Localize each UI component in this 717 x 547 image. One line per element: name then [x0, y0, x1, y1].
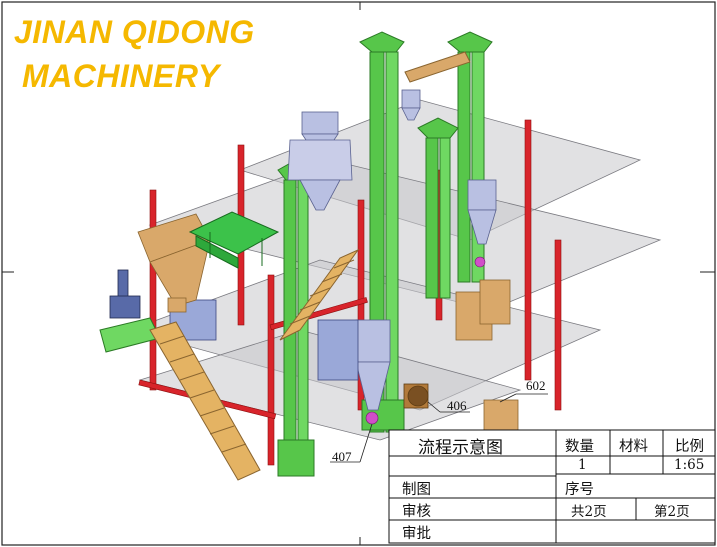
mixer-block [317, 319, 359, 381]
company-name-line1: JINAN QIDONG [14, 14, 255, 50]
motor [474, 256, 486, 268]
total-pages: 共2页 [571, 504, 607, 520]
drawing-title: 流程示意图 [418, 438, 503, 458]
quantity-header: 数量 [565, 439, 594, 455]
title-block-grid [388, 429, 716, 544]
overhead-conveyor [404, 51, 471, 83]
cyclone-right [467, 179, 497, 245]
fan-406 [403, 383, 429, 409]
dosing-unit [109, 269, 141, 319]
reviewed-by-label: 审核 [402, 504, 431, 520]
staircase-upper [279, 248, 360, 341]
approved-by-label: 审批 [402, 526, 431, 542]
frame-column [524, 119, 532, 381]
material-header: 材料 [619, 439, 648, 455]
page-number: 第2页 [654, 504, 690, 520]
feed-hopper [137, 213, 211, 313]
elevator-tall-right [447, 31, 493, 283]
frame-column [554, 239, 562, 411]
green-screener [188, 211, 280, 269]
staircase-upper-treads [289, 259, 355, 325]
staircase-front-treads [159, 335, 247, 453]
staircases [149, 248, 360, 481]
bin-right-2 [479, 279, 511, 325]
cyclone-front [355, 319, 391, 411]
serial-number-label: 序号 [565, 482, 594, 498]
dust-bin [287, 139, 353, 211]
scale-value: 1:65 [674, 457, 705, 473]
frame-column [267, 274, 275, 466]
small-cyclone-top [401, 89, 421, 121]
cyclones [287, 89, 497, 411]
drawn-by-label: 制图 [402, 482, 431, 498]
control-box-602 [483, 399, 519, 433]
motors [365, 256, 486, 425]
callout-602: 602 [526, 378, 546, 393]
company-name-line2: MACHINERY [22, 58, 220, 94]
packing-bins [455, 279, 519, 433]
frame-column [149, 189, 157, 391]
scale-header: 比例 [675, 439, 704, 455]
quantity-value: 1 [578, 457, 587, 473]
leader-lines [330, 393, 548, 463]
elevator-middle [417, 117, 459, 299]
staircase-front [149, 321, 261, 481]
motor [365, 411, 379, 425]
callout-406: 406 [447, 398, 467, 413]
callout-407: 407 [332, 449, 352, 464]
